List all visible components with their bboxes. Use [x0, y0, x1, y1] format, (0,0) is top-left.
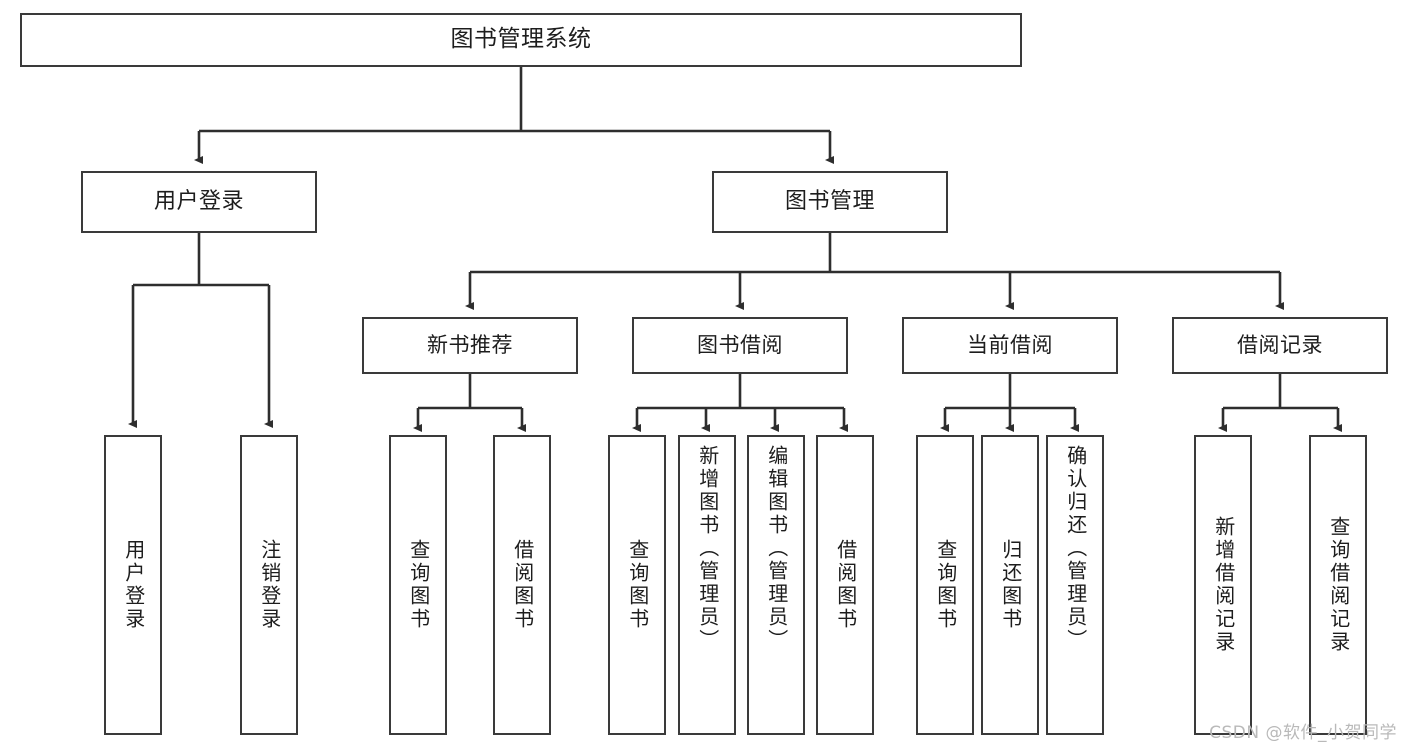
leaf-current-borrow-confirm-return[interactable]: 确认归还（管理员）	[1046, 435, 1104, 735]
leaf-new-book-borrow[interactable]: 借阅图书	[493, 435, 551, 735]
node-user-login[interactable]: 用户登录	[81, 171, 317, 233]
leaf-book-borrow-query[interactable]: 查询图书	[608, 435, 666, 735]
leaf-new-book-borrow-label: 借阅图书	[510, 539, 535, 631]
node-borrow-record-label: 借阅记录	[1237, 333, 1323, 358]
leaf-book-borrow-edit[interactable]: 编辑图书（管理员）	[747, 435, 805, 735]
leaf-book-borrow-add-label: 新增图书（管理员）	[695, 445, 720, 652]
leaf-user-login-logout[interactable]: 注销登录	[240, 435, 298, 735]
leaf-borrow-record-query-label: 查询借阅记录	[1326, 516, 1351, 654]
leaf-borrow-record-add[interactable]: 新增借阅记录	[1194, 435, 1252, 735]
node-new-book-recommend[interactable]: 新书推荐	[362, 317, 578, 374]
leaf-new-book-query[interactable]: 查询图书	[389, 435, 447, 735]
leaf-borrow-record-add-label: 新增借阅记录	[1211, 516, 1236, 654]
node-current-borrow[interactable]: 当前借阅	[902, 317, 1118, 374]
leaf-book-borrow-borrow[interactable]: 借阅图书	[816, 435, 874, 735]
csdn-watermark: CSDN @软件_小贺同学	[1209, 723, 1397, 743]
leaf-new-book-query-label: 查询图书	[406, 539, 431, 631]
leaf-book-borrow-borrow-label: 借阅图书	[833, 539, 858, 631]
leaf-book-borrow-add[interactable]: 新增图书（管理员）	[678, 435, 736, 735]
leaf-current-borrow-query-label: 查询图书	[933, 539, 958, 631]
leaf-current-borrow-query[interactable]: 查询图书	[916, 435, 974, 735]
node-current-borrow-label: 当前借阅	[967, 333, 1053, 358]
node-root-label: 图书管理系统	[450, 26, 592, 53]
leaf-user-login-login-label: 用户登录	[121, 539, 146, 631]
leaf-current-borrow-return-label: 归还图书	[998, 539, 1023, 631]
leaf-borrow-record-query[interactable]: 查询借阅记录	[1309, 435, 1367, 735]
node-book-borrow[interactable]: 图书借阅	[632, 317, 848, 374]
node-book-borrow-label: 图书借阅	[697, 333, 783, 358]
leaf-book-borrow-edit-label: 编辑图书（管理员）	[764, 445, 789, 652]
node-borrow-record[interactable]: 借阅记录	[1172, 317, 1388, 374]
node-book-management-label: 图书管理	[784, 189, 875, 215]
node-root-book-management-system[interactable]: 图书管理系统	[20, 13, 1022, 67]
leaf-user-login-logout-label: 注销登录	[257, 539, 282, 631]
leaf-current-borrow-confirm-return-label: 确认归还（管理员）	[1063, 445, 1088, 652]
node-new-book-recommend-label: 新书推荐	[427, 333, 513, 358]
node-user-login-label: 用户登录	[153, 189, 244, 215]
leaf-user-login-login[interactable]: 用户登录	[104, 435, 162, 735]
leaf-current-borrow-return[interactable]: 归还图书	[981, 435, 1039, 735]
leaf-book-borrow-query-label: 查询图书	[625, 539, 650, 631]
node-book-management[interactable]: 图书管理	[712, 171, 948, 233]
